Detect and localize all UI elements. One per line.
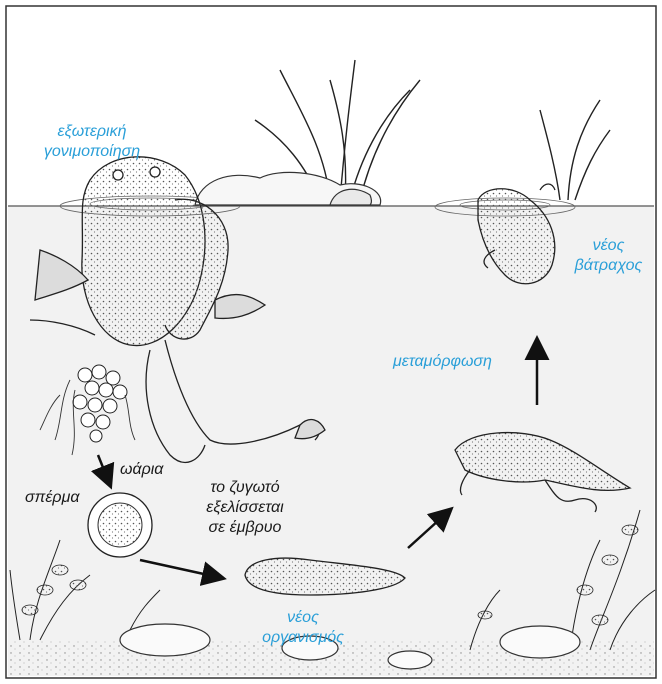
label-sperm: σπέρμα — [25, 488, 79, 508]
label-line: βάτραχος — [555, 256, 662, 276]
label-line: μεταμόρφωση — [393, 353, 492, 370]
label-metamorphosis: μεταμόρφωση — [393, 352, 492, 372]
label-new-organism: νέος οργανισμός — [243, 608, 363, 648]
label-new-frog: νέος βάτραχος — [555, 236, 662, 276]
label-external-fertilization: εξωτερική γονιμοποίηση — [22, 122, 162, 162]
label-line: σε έμβρυο — [185, 518, 305, 538]
fertilized-egg — [88, 493, 152, 557]
label-eggs: ωάρια — [120, 460, 163, 480]
label-line: εξωτερική — [22, 122, 162, 142]
label-line: ωάρια — [120, 461, 163, 478]
label-line: εξελίσσεται — [185, 498, 305, 518]
label-line: σπέρμα — [25, 489, 79, 506]
label-line: οργανισμός — [243, 628, 363, 648]
label-line: νέος — [243, 608, 363, 628]
label-line: το ζυγωτό — [185, 478, 305, 498]
label-line: γονιμοποίηση — [22, 142, 162, 162]
label-zygote: το ζυγωτό εξελίσσεται σε έμβρυο — [185, 478, 305, 538]
label-line: νέος — [555, 236, 662, 256]
